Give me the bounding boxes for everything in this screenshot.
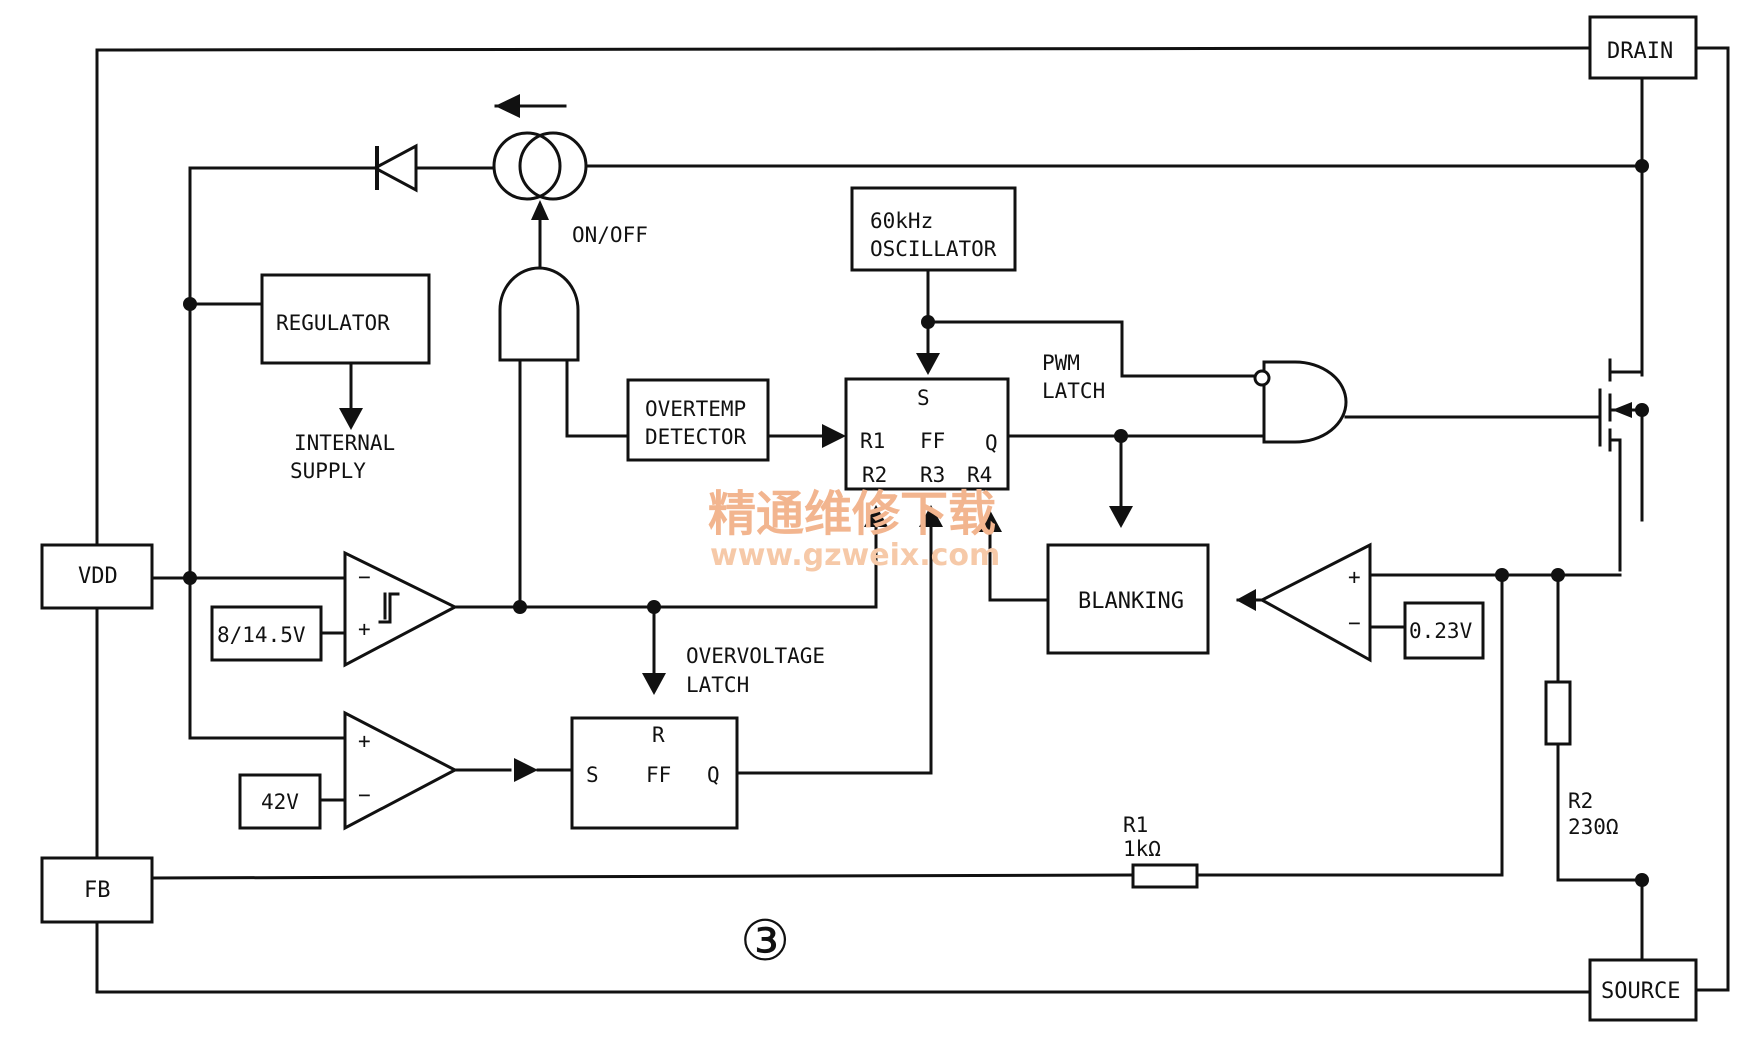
pin-vdd: [40, 543, 154, 610]
current-source: [492, 94, 588, 282]
label-ov-ff: FF: [646, 763, 671, 787]
label-ov-r: R: [652, 723, 665, 747]
watermark-cn: 精通维修下载: [708, 486, 996, 542]
label-uvlo-ref: 8/14.5V: [217, 623, 306, 647]
label-pwm-q: Q: [985, 431, 998, 455]
label-ov-q: Q: [707, 763, 720, 787]
uvlo-plus-sign: +: [358, 617, 371, 641]
label-pwm-r1: R1: [860, 429, 885, 453]
pwm-flipflop: [844, 377, 1010, 491]
power-mosfet: [1598, 358, 1649, 572]
label-r2-value: 230Ω: [1568, 815, 1619, 839]
pin-fb: [40, 856, 154, 924]
label-fb: FB: [84, 878, 111, 903]
pin-drain: [1588, 15, 1698, 80]
cs-plus-sign: +: [1348, 565, 1361, 589]
startup-and-gate: [498, 266, 630, 609]
uvlo-comparator: [210, 505, 888, 695]
sense-node: [1495, 568, 1649, 962]
label-pwm-latch: LATCH: [1042, 379, 1105, 403]
label-overtemp: OVERTEMP: [645, 397, 746, 421]
startup-diode: [371, 143, 497, 193]
output-and-gate: [1006, 360, 1602, 528]
label-ov-s: S: [586, 763, 599, 787]
label-regulator: REGULATOR: [276, 311, 390, 335]
watermark-url: www.gzweix.com: [710, 538, 1000, 573]
label-overvoltage: OVERVOLTAGE: [686, 644, 825, 668]
label-drain: DRAIN: [1607, 39, 1673, 64]
label-cs-ref: 0.23V: [1409, 619, 1473, 643]
label-osc-freq: 60kHz: [870, 209, 933, 233]
label-pwm-r3: R3: [920, 463, 945, 487]
fb-line: [150, 863, 1504, 889]
label-ov-ref: 42V: [261, 790, 299, 814]
label-r2: R2: [1568, 789, 1593, 813]
vdd-bus: [150, 166, 382, 740]
label-blanking: BLANKING: [1078, 589, 1184, 614]
current-sense-comparator: [1236, 542, 1562, 663]
label-pwm-r2: R2: [862, 463, 887, 487]
figure-number: ③: [740, 909, 790, 974]
label-pwm-s: S: [917, 386, 930, 410]
ov-minus-sign: −: [358, 783, 371, 807]
label-on-off: ON/OFF: [572, 223, 648, 247]
ov-comparator: [238, 710, 574, 831]
ov-plus-sign: +: [358, 729, 371, 753]
blanking-block: [978, 510, 1210, 655]
label-osc: OSCILLATOR: [870, 237, 997, 261]
regulator-block: [260, 273, 431, 430]
outer-frame: [95, 46, 1730, 994]
label-ov-latch: LATCH: [686, 673, 749, 697]
label-internal: INTERNAL: [294, 431, 395, 455]
drain-bus: [586, 76, 1649, 377]
label-pwm: PWM: [1042, 351, 1080, 375]
label-r1: R1: [1123, 813, 1148, 837]
uvlo-minus-sign: −: [358, 565, 371, 589]
pin-source: [1588, 958, 1698, 1022]
overtemp-block: [626, 378, 846, 462]
label-r1-value: 1kΩ: [1123, 837, 1161, 861]
label-pwm-r4: R4: [967, 463, 992, 487]
label-vdd: VDD: [78, 564, 118, 589]
label-source: SOURCE: [1601, 979, 1680, 1004]
label-supply: SUPPLY: [290, 459, 366, 483]
label-detector: DETECTOR: [645, 425, 747, 449]
cs-minus-sign: −: [1348, 611, 1361, 635]
oscillator-block: [850, 186, 1262, 378]
ov-latch-flipflop: [570, 505, 943, 830]
label-pwm-ff: FF: [920, 429, 945, 453]
